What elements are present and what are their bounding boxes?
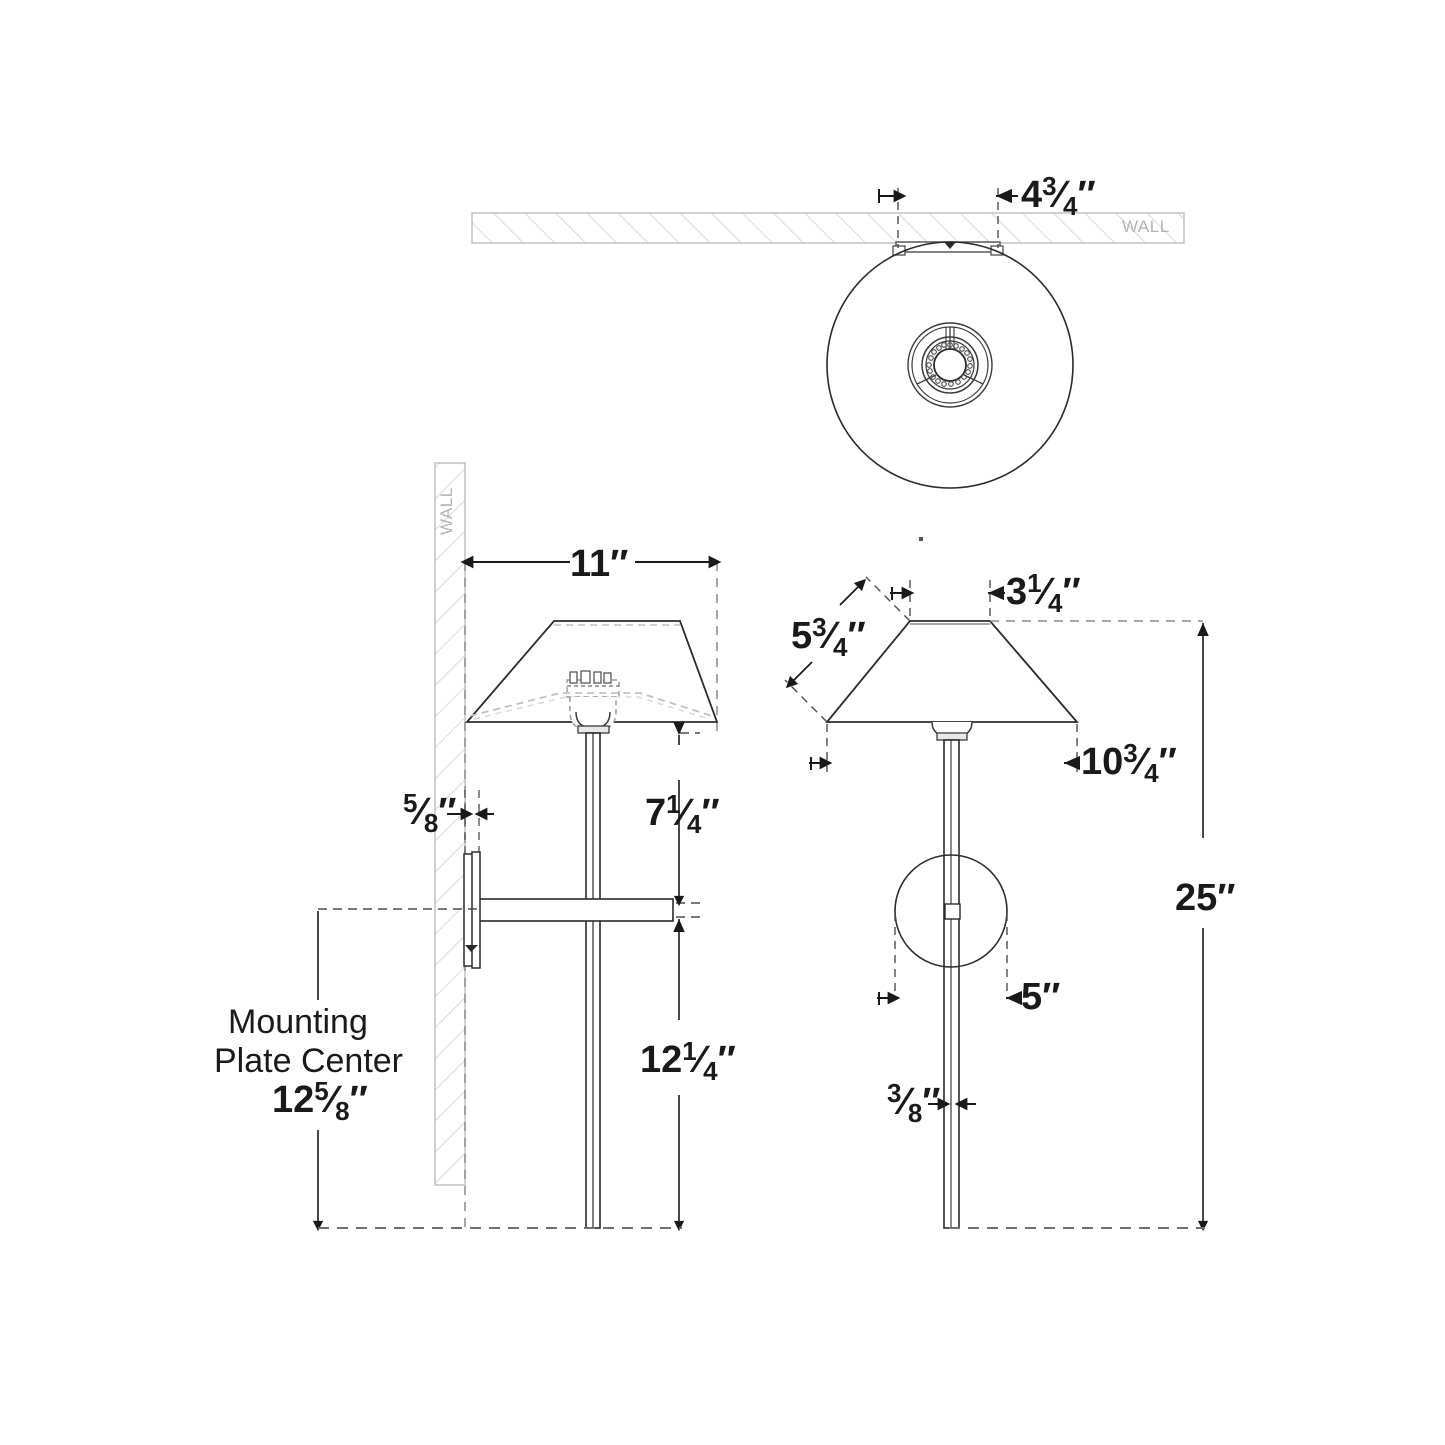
dim-label-12-5-8: 125⁄8″: [272, 1076, 368, 1126]
side-view-backplate: [463, 851, 481, 969]
dim-front-rod-width: 3⁄8″: [887, 1078, 976, 1128]
dim-label-10-3-4: 103⁄4″: [1081, 738, 1177, 788]
side-view-rod: [585, 732, 601, 1229]
top-view-wall-label: WALL: [1122, 217, 1170, 236]
mounting-plate-note-line-1: Mounting: [228, 1003, 368, 1041]
front-view-rod: [943, 739, 960, 1229]
dim-label-3-1-4: 31⁄4″: [1006, 568, 1081, 618]
side-view-group: WALL 11″: [214, 462, 736, 1232]
top-view-socket-detail: [907, 322, 993, 408]
top-view-shade-circle: [826, 241, 1074, 489]
side-view-socket: [566, 670, 620, 734]
front-view-socket: [931, 721, 973, 741]
dim-label-5-3-4: 53⁄4″: [791, 612, 866, 662]
dim-label-12-1-4: 121⁄4″: [640, 1036, 736, 1086]
dim-label-25: 25″: [1175, 877, 1235, 919]
top-view-wall: WALL: [471, 212, 1185, 244]
dim-front-shade-bottom-diameter: 103⁄4″: [809, 724, 1177, 788]
dim-label-5-8: 5⁄8″: [403, 788, 457, 838]
dim-side-arm-to-rod-bottom: 121⁄4″: [640, 916, 736, 1232]
front-view-shade: [825, 620, 1079, 723]
side-view-wall-label: WALL: [437, 487, 456, 535]
front-view-group: 53⁄4″ 31⁄4″ 103⁄4″ 5″: [784, 537, 1235, 1232]
dim-label-5: 5″: [1021, 976, 1060, 1018]
top-view-group: WALL: [471, 171, 1185, 489]
front-view-centermark: [919, 537, 923, 541]
dim-label-4-3-4: 43⁄4″: [1021, 171, 1096, 221]
dim-front-overall-height: 25″: [990, 620, 1235, 1232]
dim-label-11: 11″: [570, 543, 628, 585]
side-view-shade: [465, 620, 719, 723]
side-view-wall: WALL: [434, 462, 466, 1186]
front-view-backplate: [894, 854, 1008, 968]
dim-label-7-1-4: 71⁄4″: [645, 789, 720, 839]
dim-label-3-8: 3⁄8″: [887, 1078, 941, 1128]
dim-side-shade-projection: 11″: [460, 543, 722, 1232]
dim-side-arm-to-shade-bottom: 71⁄4″: [645, 722, 720, 907]
dim-front-shade-top-diameter: 31⁄4″: [890, 568, 1081, 619]
mounting-plate-note-line-2: Plate Center: [214, 1042, 403, 1080]
dim-front-backplate-diameter: 5″: [877, 913, 1060, 1018]
side-view-arm: [475, 898, 674, 922]
